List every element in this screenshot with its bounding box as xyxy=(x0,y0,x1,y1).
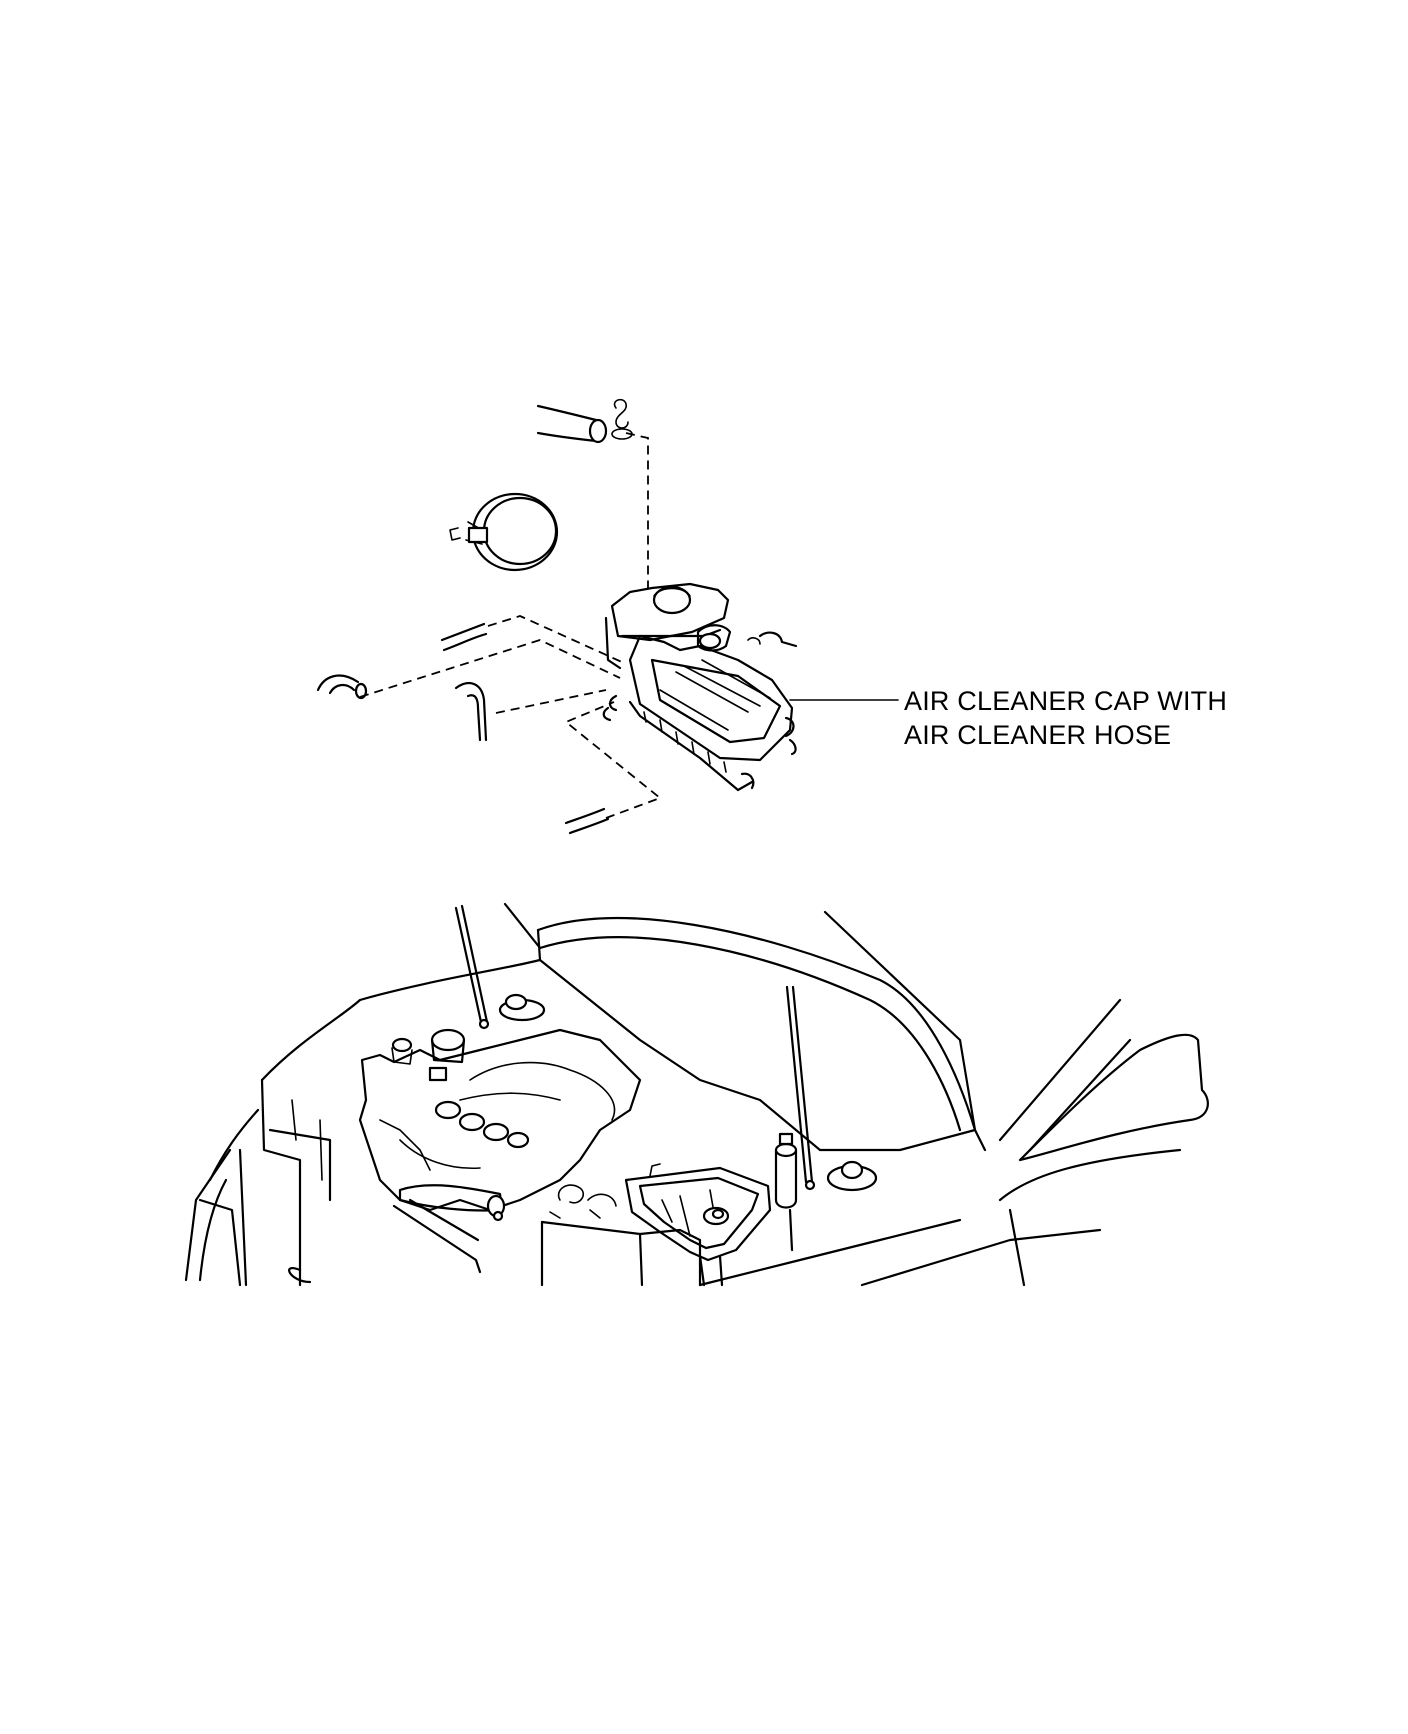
air-cleaner-cap xyxy=(602,582,798,792)
vacuum-hose-b xyxy=(316,674,368,700)
hose-clamp-band xyxy=(449,492,559,572)
leader-lines xyxy=(359,432,662,819)
callout-line-2: AIR CLEANER HOSE xyxy=(904,720,1172,750)
vacuum-hose-a xyxy=(440,622,488,652)
part-callout-label: AIR CLEANER CAP WITH AIR CLEANER HOSE xyxy=(904,684,1227,752)
vacuum-hose-d xyxy=(564,807,610,835)
vacuum-hose-c xyxy=(454,682,488,742)
upper-hose xyxy=(536,404,608,444)
engine-bay-illustration xyxy=(184,902,1209,1287)
callout-line-1: AIR CLEANER CAP WITH xyxy=(904,686,1228,716)
